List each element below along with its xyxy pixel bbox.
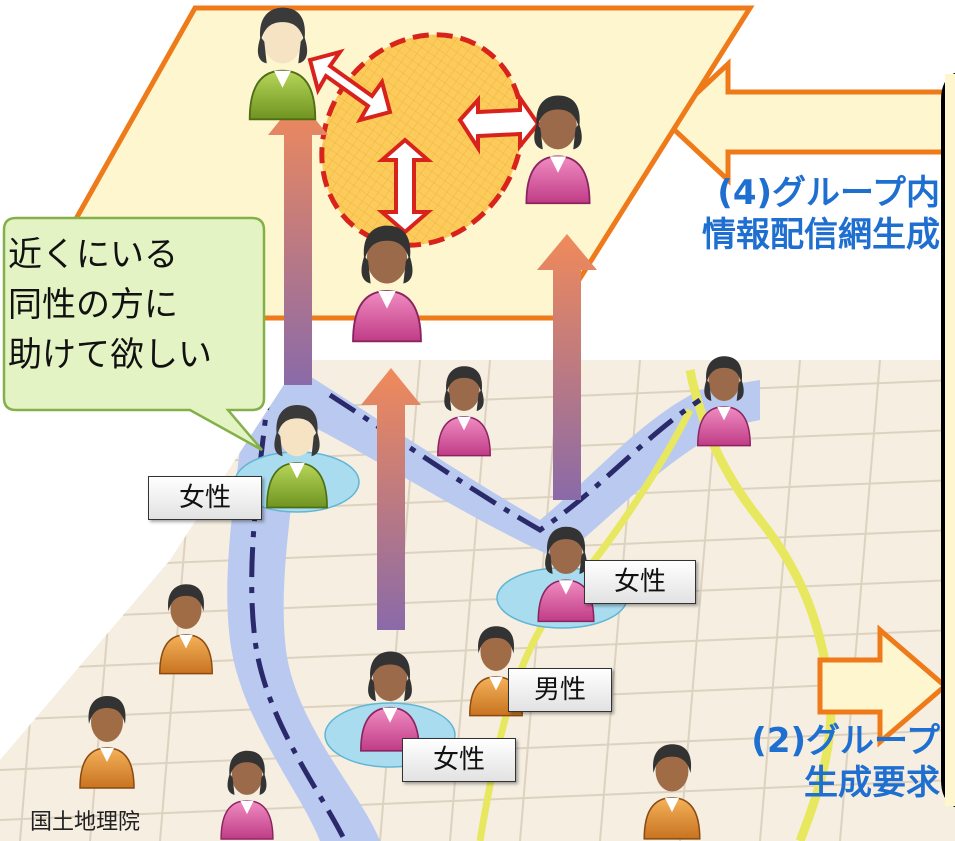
double-arrow-icon	[307, 48, 541, 235]
speech-line: 同性の方に	[8, 285, 178, 325]
step2-line1: (2)グループ	[751, 721, 940, 761]
speech-line: 近くにいる	[8, 235, 178, 275]
speech-bubble-text: 近くにいる 同性の方に 助けて欲しい	[8, 230, 258, 380]
speech-line: 助けて欲しい	[8, 335, 212, 375]
step2-line2: 生成要求	[804, 763, 940, 803]
gender-badge: 女性	[584, 560, 696, 604]
speech-bubble	[2, 216, 266, 452]
step2-label: (2)グループ 生成要求	[640, 720, 940, 804]
block-arrow-icon	[662, 58, 955, 186]
step4-label: (4)グループ内 情報配信網生成	[640, 172, 940, 256]
map-credit: 国土地理院	[30, 810, 141, 835]
rising-arrows	[268, 98, 597, 630]
side-panel	[941, 70, 955, 810]
step4-line1: (4)グループ内	[717, 173, 940, 213]
gender-badge: 男性	[508, 668, 612, 712]
gender-badge: 女性	[148, 476, 262, 520]
gender-badge: 女性	[402, 738, 516, 782]
block-arrow-icon	[817, 624, 949, 748]
step4-line2: 情報配信網生成	[702, 215, 940, 255]
